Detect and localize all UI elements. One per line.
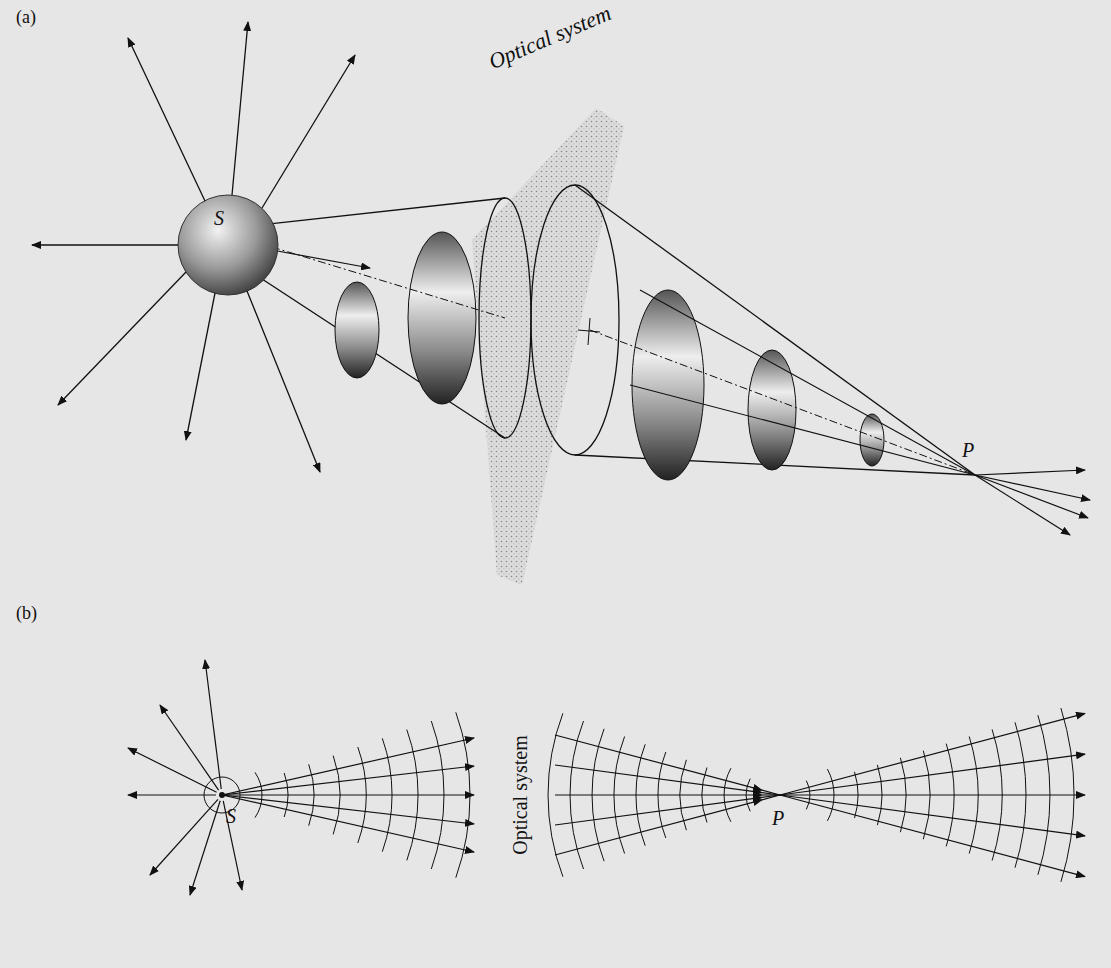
wavefront-arc [992,729,1002,860]
point-label: P [772,808,784,828]
wavefront-cap [408,232,476,404]
cone-start [531,185,619,455]
point-label: P [962,440,974,460]
wavefront-arc [456,712,470,877]
wavefront-cap [860,414,884,466]
wavefront-arc [1015,722,1026,867]
wavefront-arc [570,721,583,869]
wavefront-arc [1061,708,1074,882]
wavefront-arc [946,744,954,847]
wavefront-arc [855,772,858,818]
wavefront-arc [548,713,563,876]
wavefront-cap [632,290,704,480]
ray [780,795,1085,836]
wavefront-arc [1038,715,1050,875]
ray [222,795,474,852]
wavefront-arc [592,729,604,861]
ray [780,754,1085,795]
ray [780,713,1085,795]
wavefront-arc [255,772,262,817]
wavefront-arc [877,765,882,825]
wavefront-arc [724,768,731,822]
part-label: (b) [16,604,37,622]
ray [190,801,220,895]
wavefront-arc [680,760,686,830]
optical-system-plane [472,108,624,585]
wavefront-arc [284,773,288,817]
ray [222,794,474,795]
ray [555,794,762,795]
wavefront-arc [827,769,834,821]
wavefront-arc [746,779,750,812]
point-source-sphere [178,195,278,295]
wavefront-arc [333,756,340,835]
ray [762,795,780,800]
wavefront-cap [748,350,796,470]
wavefront-arc [431,721,444,869]
wavefront-arc [382,738,392,851]
system-label: Optical system [510,735,530,854]
wavefront-arc [923,751,930,840]
point-label: S [214,208,224,228]
part-b-figure [128,660,1085,895]
wavefront-arc [407,730,418,861]
system-label: Optical system [486,2,614,73]
wavefront-cap [335,282,379,378]
part-a-figure [32,22,1090,585]
ray [205,660,221,789]
wavefront-arc [900,758,906,832]
wavefront-arc [636,744,645,845]
wavefront-arc [309,764,314,825]
wavefront-arc [358,747,366,843]
ray [150,799,218,875]
wavefront-arc [806,781,810,810]
wavefront-arc [658,752,666,838]
ray [128,794,216,795]
part-label: (a) [16,8,36,26]
ray [128,748,217,792]
wavefront-arc [614,737,625,854]
ray [762,793,780,795]
point-label: S [226,806,236,826]
wavefront-arc [702,768,707,823]
ray [223,801,242,890]
ray [780,795,1085,877]
ray [222,738,474,795]
ray [160,705,219,790]
ray [762,790,780,795]
wavefront-arc [969,737,978,854]
ray [780,794,1085,795]
